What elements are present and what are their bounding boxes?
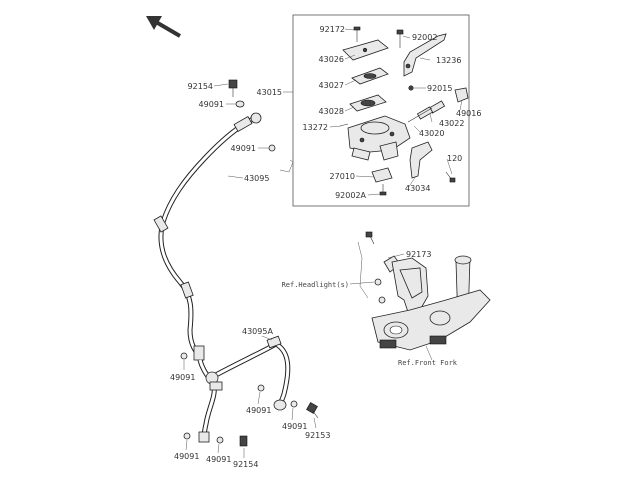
label-13236: 13236 [436, 56, 461, 65]
box-link-line [279, 159, 294, 173]
label-49091-l2: 49091 [246, 406, 271, 415]
washer-b2-shape [216, 436, 224, 444]
label-92015: 92015 [427, 84, 452, 93]
switch-43020-shape [409, 141, 433, 179]
label-43020: 43020 [419, 129, 444, 138]
bolt-92172-shape [353, 26, 361, 42]
label-43095A: 43095A [242, 327, 273, 336]
label-43022: 43022 [439, 119, 464, 128]
clamp-27010-shape [371, 167, 393, 183]
label-92173: 92173 [406, 250, 431, 259]
label-27010: 27010 [330, 172, 355, 181]
banjo-bolt-top-shape [228, 79, 238, 97]
label-43027: 43027 [319, 81, 344, 90]
headlight-ref-bracket [357, 241, 369, 299]
label-49091-top: 49091 [199, 100, 224, 109]
label-120: 120 [447, 154, 462, 163]
washer-top-shape [235, 100, 245, 108]
label-43028: 43028 [319, 107, 344, 116]
label-49091-mid: 49091 [231, 144, 256, 153]
label-49091-l3: 49091 [282, 422, 307, 431]
washer-l3-shape [290, 400, 298, 408]
label-ref-headlight: Ref.Headlight(s) [282, 281, 349, 289]
label-43026: 43026 [319, 55, 344, 64]
washer-l2-shape [257, 384, 265, 392]
label-49091-l1: 49091 [170, 373, 195, 382]
label-43015: 43015 [257, 88, 282, 97]
label-92172: 92172 [320, 25, 345, 34]
label-92154-top: 92154 [188, 82, 213, 91]
clutch-hose-lower-shape [197, 335, 291, 443]
pin-13272-shape [339, 123, 349, 127]
bolt-120-shape [445, 171, 456, 183]
label-92002A: 92002A [335, 191, 366, 200]
master-cylinder-body-shape [347, 115, 411, 161]
label-43095: 43095 [244, 174, 269, 183]
washer-mid-shape [268, 144, 276, 152]
boot-49016-shape [454, 87, 469, 103]
direction-arrow-icon [146, 16, 182, 38]
label-49016: 49016 [456, 109, 481, 118]
front-fork-shape [371, 255, 491, 351]
clutch-hose-upper-shape [153, 112, 262, 361]
label-92154-bottom: 92154 [233, 460, 258, 469]
bolt-92002A-shape [379, 184, 387, 196]
label-13272: 13272 [303, 123, 328, 132]
label-43034: 43034 [405, 184, 430, 193]
label-92153: 92153 [305, 431, 330, 440]
washer-b1-shape [183, 432, 191, 440]
headlight-bracket-shape [365, 231, 429, 313]
master-cylinder-box [292, 14, 470, 207]
label-49091-b2: 49091 [206, 455, 231, 464]
label-49091-b1: 49091 [174, 452, 199, 461]
label-92002: 92002 [412, 33, 437, 42]
piston-assy-shape [407, 100, 446, 123]
bolt-92154-bottom-shape [239, 435, 248, 447]
label-ref-front-fork: Ref.Front Fork [398, 359, 458, 367]
nut-92015-shape [408, 85, 414, 91]
washer-l1-shape [180, 352, 188, 360]
clutch-lever-shape [396, 29, 447, 77]
banjo-bolt-92153-shape [306, 402, 319, 419]
